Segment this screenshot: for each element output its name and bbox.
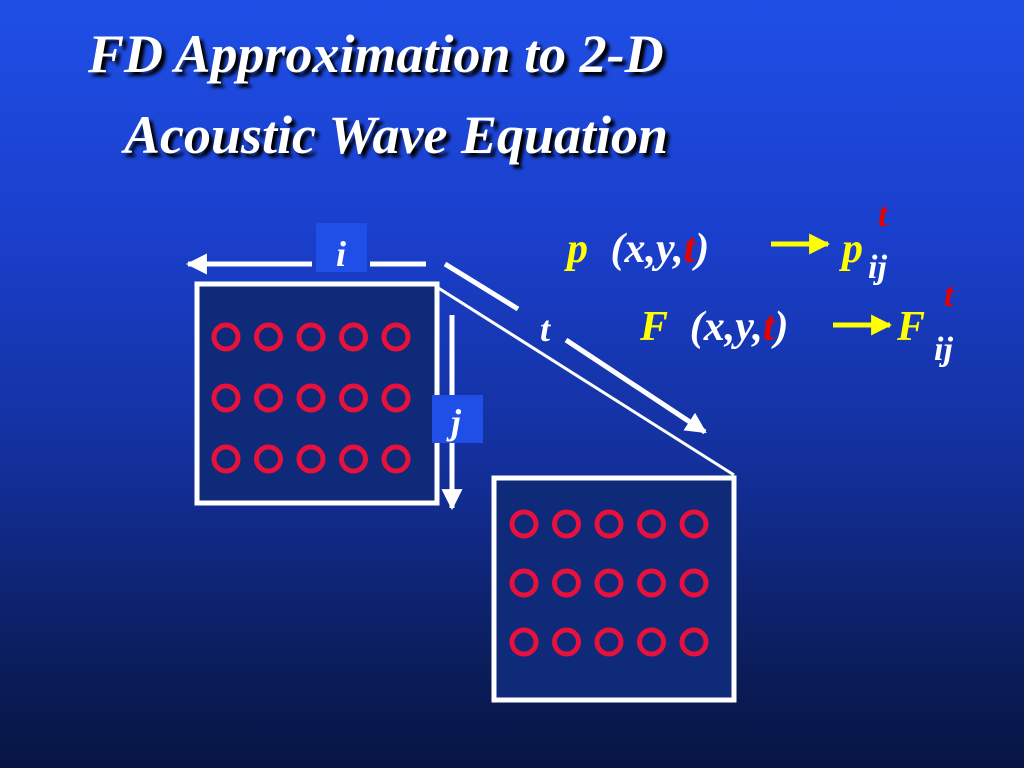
grid-node	[552, 627, 581, 657]
i-label: i	[336, 234, 346, 274]
pressure-result-sup: t	[878, 197, 889, 234]
pressure-result-sub: ij	[868, 249, 887, 286]
force-args-close: )	[771, 304, 789, 350]
grid-node	[381, 444, 411, 474]
pressure-time: t	[684, 226, 697, 272]
grid-node	[254, 444, 283, 474]
grid-node	[594, 627, 624, 657]
t-label: t	[540, 309, 551, 349]
grid-node	[509, 627, 539, 657]
grid-node	[509, 509, 539, 539]
force-result-sup: t	[944, 277, 955, 314]
grid-node	[637, 568, 666, 598]
svg-text:F (x,y,t): F (x,y,t)	[639, 304, 789, 350]
grid-nodes-time-n-plus-1	[509, 509, 709, 657]
pressure-var: p	[564, 226, 588, 272]
grid-node	[637, 509, 666, 539]
pressure-args-close: )	[691, 226, 709, 272]
force-result-sub: ij	[934, 331, 953, 368]
grid-node	[254, 322, 283, 352]
grid-node	[339, 383, 368, 413]
grid-node	[296, 444, 326, 474]
grid-node	[211, 322, 241, 352]
grid-node	[552, 509, 581, 539]
pressure-args-open: (x,y,	[611, 226, 684, 272]
grid-node	[296, 322, 326, 352]
slide-title: FD Approximation to 2-D Acoustic Wave Eq…	[88, 14, 668, 176]
title-line-2: Acoustic Wave Equation	[124, 105, 669, 165]
grid-node	[637, 627, 666, 657]
grid-node	[594, 568, 624, 598]
grid-node	[211, 383, 241, 413]
grid-node	[679, 627, 709, 657]
force-time: t	[763, 304, 776, 350]
grid-node	[679, 509, 709, 539]
title-line-1: FD Approximation to 2-D	[88, 24, 664, 84]
grid-node	[552, 568, 581, 598]
pressure-result-var: p	[839, 226, 863, 272]
equation-force: F (x,y,t) F t ij	[639, 277, 955, 368]
grid-node	[339, 322, 368, 352]
grid-connector-line	[431, 282, 735, 477]
time-arrow	[564, 337, 707, 435]
grid-node	[254, 383, 283, 413]
time-arrow-segment	[443, 261, 520, 312]
grid-node	[594, 509, 624, 539]
grid-node	[339, 444, 368, 474]
force-args-open: (x,y,	[690, 304, 763, 350]
grid-node	[381, 322, 411, 352]
grid-node	[509, 568, 539, 598]
i-label-box	[316, 223, 367, 272]
grid-node	[679, 568, 709, 598]
grid-node	[296, 383, 326, 413]
force-var: F	[639, 304, 668, 350]
equation-pressure: p (x,y,t) p t ij	[564, 197, 889, 286]
grid-nodes-time-n	[211, 322, 411, 474]
svg-text:p (x,y,t): p (x,y,t)	[564, 226, 709, 272]
grid-node	[381, 383, 411, 413]
grid-node	[211, 444, 241, 474]
force-result-var: F	[896, 304, 925, 350]
j-label-box	[432, 395, 483, 443]
